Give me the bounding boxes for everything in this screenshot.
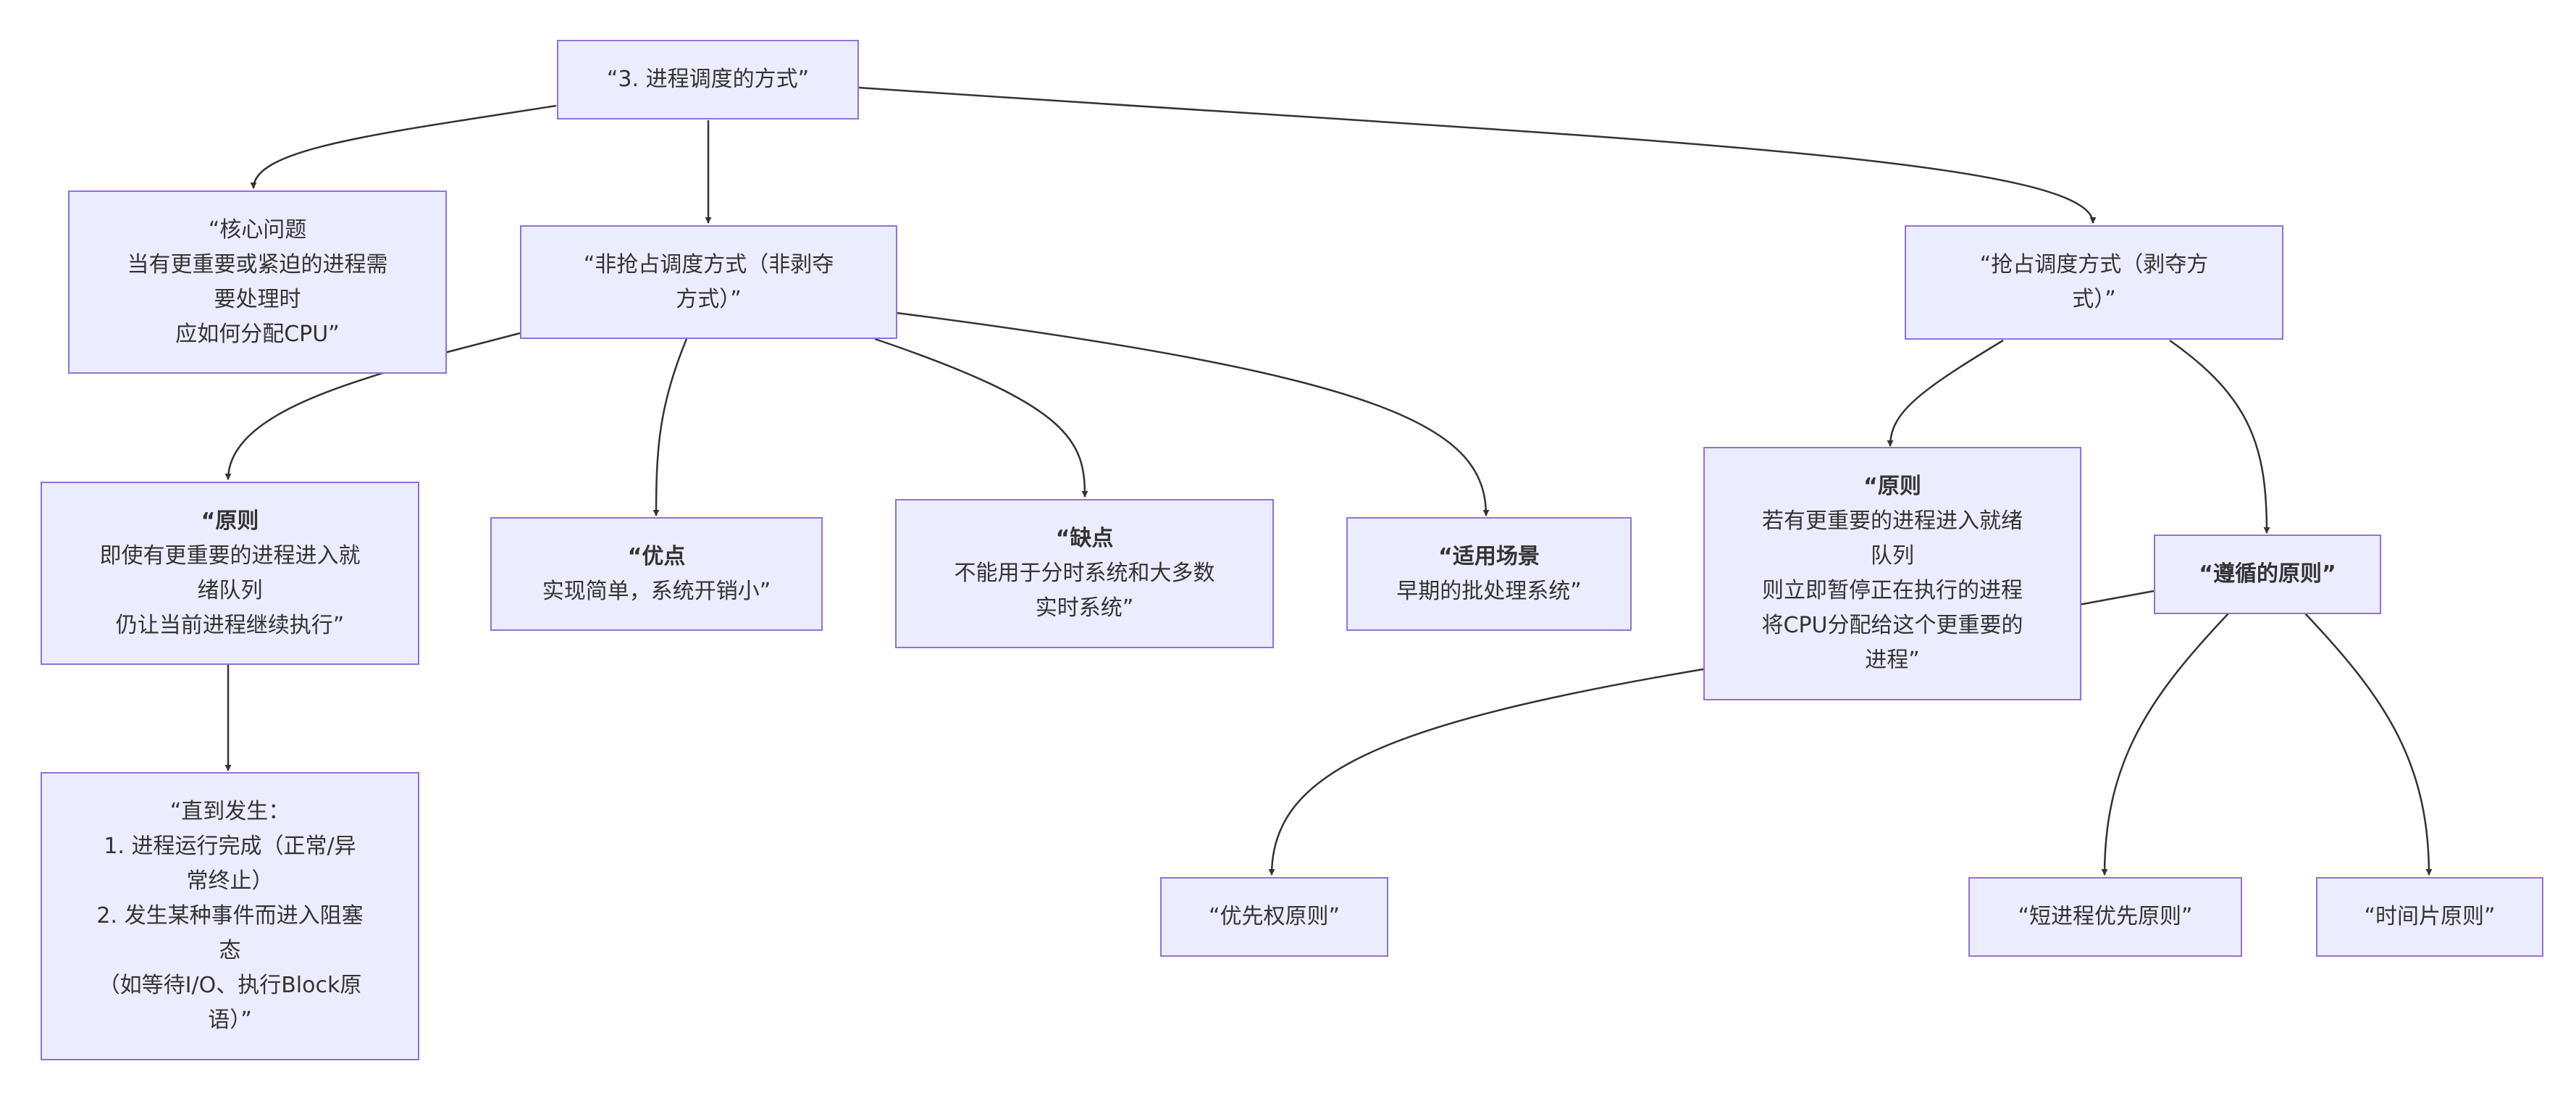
node-text-line: 要处理时 [214, 286, 301, 312]
node-title: “原则 [201, 508, 259, 534]
node-text-line: “抢占调度方式（剥夺方 [1979, 252, 2209, 277]
node-non-preemptive[interactable]: “非抢占调度方式（非剥夺方式）” [520, 225, 897, 339]
node-text-line: 将CPU分配给这个更重要的 [1761, 613, 2023, 638]
edge-follow-priority [1268, 590, 2155, 876]
node-title: “缺点 [1055, 526, 1114, 551]
node-title: “优点 [627, 543, 686, 569]
edge-root-core [250, 104, 557, 189]
edge-nonpre-scene [896, 311, 1490, 516]
node-text-line: “非抢占调度方式（非剥夺 [583, 251, 834, 277]
node-title: “原则 [1863, 474, 1921, 499]
node-text-line: 实时系统” [1035, 595, 1134, 621]
node-text-line: 仍让当前进程继续执行” [115, 612, 345, 638]
node-text-line: 1. 进程运行完成（正常/异 [104, 834, 356, 859]
node-text-line: 常终止） [186, 868, 274, 894]
node-short-process-principle[interactable]: “短进程优先原则” [1968, 877, 2242, 957]
node-follow-principles[interactable]: “遵循的原则” [2154, 535, 2381, 614]
edge-root-pre [858, 86, 2097, 224]
node-text-line: “时间片原则” [2364, 904, 2496, 929]
node-until[interactable]: “直到发生： 1. 进程运行完成（正常/异常终止） 2. 发生某种事件而进入阻塞态 （… [41, 772, 419, 1060]
node-root[interactable]: “3. 进程调度的方式” [557, 40, 859, 120]
edge-nonpre-adv [653, 338, 688, 516]
node-text-line: 队列 [1871, 543, 1914, 569]
node-text-line: 即使有更重要的进程进入就 [99, 542, 361, 569]
node-text-line: 若有更重要的进程进入就绪 [1762, 508, 2023, 534]
edge-follow-short [2101, 612, 2230, 876]
node-text-line: “优先权原则” [1208, 904, 1341, 929]
node-np-principle[interactable]: “原则即使有更重要的进程进入就绪队列仍让当前进程继续执行” [41, 482, 419, 665]
node-text-line: （如等待I/O、执行Block原 [98, 973, 362, 998]
node-text-line: 不能用于分时系统和大多数 [954, 561, 1215, 586]
node-text-line: 当有更重要或紧迫的进程需 [127, 251, 388, 277]
node-time-slice-principle[interactable]: “时间片原则” [2316, 877, 2543, 957]
node-preemptive[interactable]: “抢占调度方式（剥夺方式）” [1905, 225, 2283, 340]
node-text-line: 进程” [1865, 648, 1920, 673]
node-text-line: “短进程优先原则” [2018, 904, 2193, 929]
node-text-line: 则立即暂停正在执行的进程 [1762, 578, 2023, 603]
edge-follow-timeslice [2304, 612, 2433, 876]
node-text-line: 态 [219, 938, 241, 963]
node-text-line: 应如何分配CPU” [175, 321, 340, 347]
node-text-line: 早期的批处理系统” [1396, 578, 1582, 604]
node-text-line: 方式）” [676, 286, 742, 312]
node-text-line: 式）” [2072, 287, 2116, 312]
node-text-line: 绪队列 [197, 577, 263, 603]
node-title: “适用场景 [1438, 543, 1540, 569]
edge-nonpre-disadv [874, 338, 1088, 498]
node-priority-principle[interactable]: “优先权原则” [1160, 877, 1388, 957]
node-advantages[interactable]: “优点实现简单，系统开销小” [490, 517, 823, 631]
node-text-line: 实现简单，系统开销小” [542, 578, 771, 604]
node-text-line: “3. 进程调度的方式” [606, 67, 810, 92]
edge-pre-p-principle [1887, 339, 2004, 447]
node-text-line: 2. 发生某种事件而进入阻塞 [96, 903, 364, 929]
node-text-line: 语）” [208, 1007, 252, 1033]
node-scenario[interactable]: “适用场景早期的批处理系统” [1346, 517, 1632, 631]
node-core-problem[interactable]: “核心问题当有更重要或紧迫的进程需要处理时应如何分配CPU” [68, 190, 447, 374]
edge-pre-follow [2169, 339, 2270, 534]
node-title: “遵循的原则” [2199, 561, 2336, 587]
node-p-principle[interactable]: “原则若有更重要的进程进入就绪队列则立即暂停正在执行的进程将CPU分配给这个更重… [1703, 447, 2081, 700]
node-text-line: “核心问题 [208, 217, 307, 243]
node-text-line: “直到发生： [169, 799, 290, 824]
node-disadvantages[interactable]: “缺点不能用于分时系统和大多数实时系统” [895, 499, 1274, 648]
